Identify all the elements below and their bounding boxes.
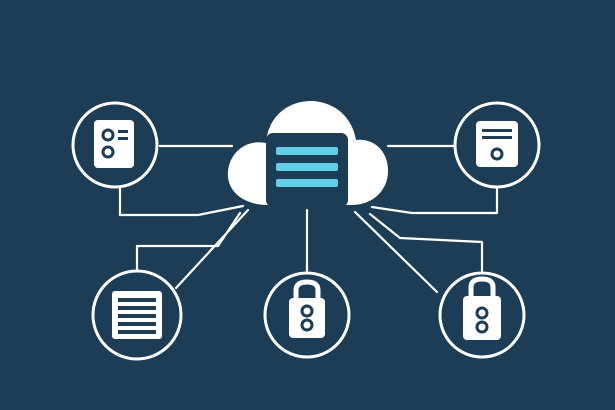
node-top-left	[71, 101, 159, 189]
connector-lines	[118, 144, 499, 294]
padlock-icon	[463, 276, 501, 340]
connector-top-left-lower	[118, 174, 245, 217]
connector-bottom-left	[174, 208, 250, 290]
connector-bottom-left-branch	[135, 211, 242, 274]
node-bottom-left	[91, 269, 183, 361]
node-bottom-right	[438, 271, 526, 359]
file-icon	[476, 121, 518, 167]
connector-top-right-lower	[370, 174, 499, 215]
document-icon	[94, 120, 134, 168]
screen-line-2	[276, 163, 338, 171]
screen-line-3	[276, 179, 338, 187]
connector-bottom-right-branch	[368, 212, 484, 274]
node-bottom-center	[263, 271, 351, 359]
cloud-server-icon	[227, 100, 388, 207]
list-document-icon	[112, 291, 162, 339]
padlock-icon	[289, 279, 325, 338]
node-top-right	[453, 101, 541, 189]
screen-line-1	[276, 147, 338, 155]
connector-bottom-right	[353, 210, 439, 294]
